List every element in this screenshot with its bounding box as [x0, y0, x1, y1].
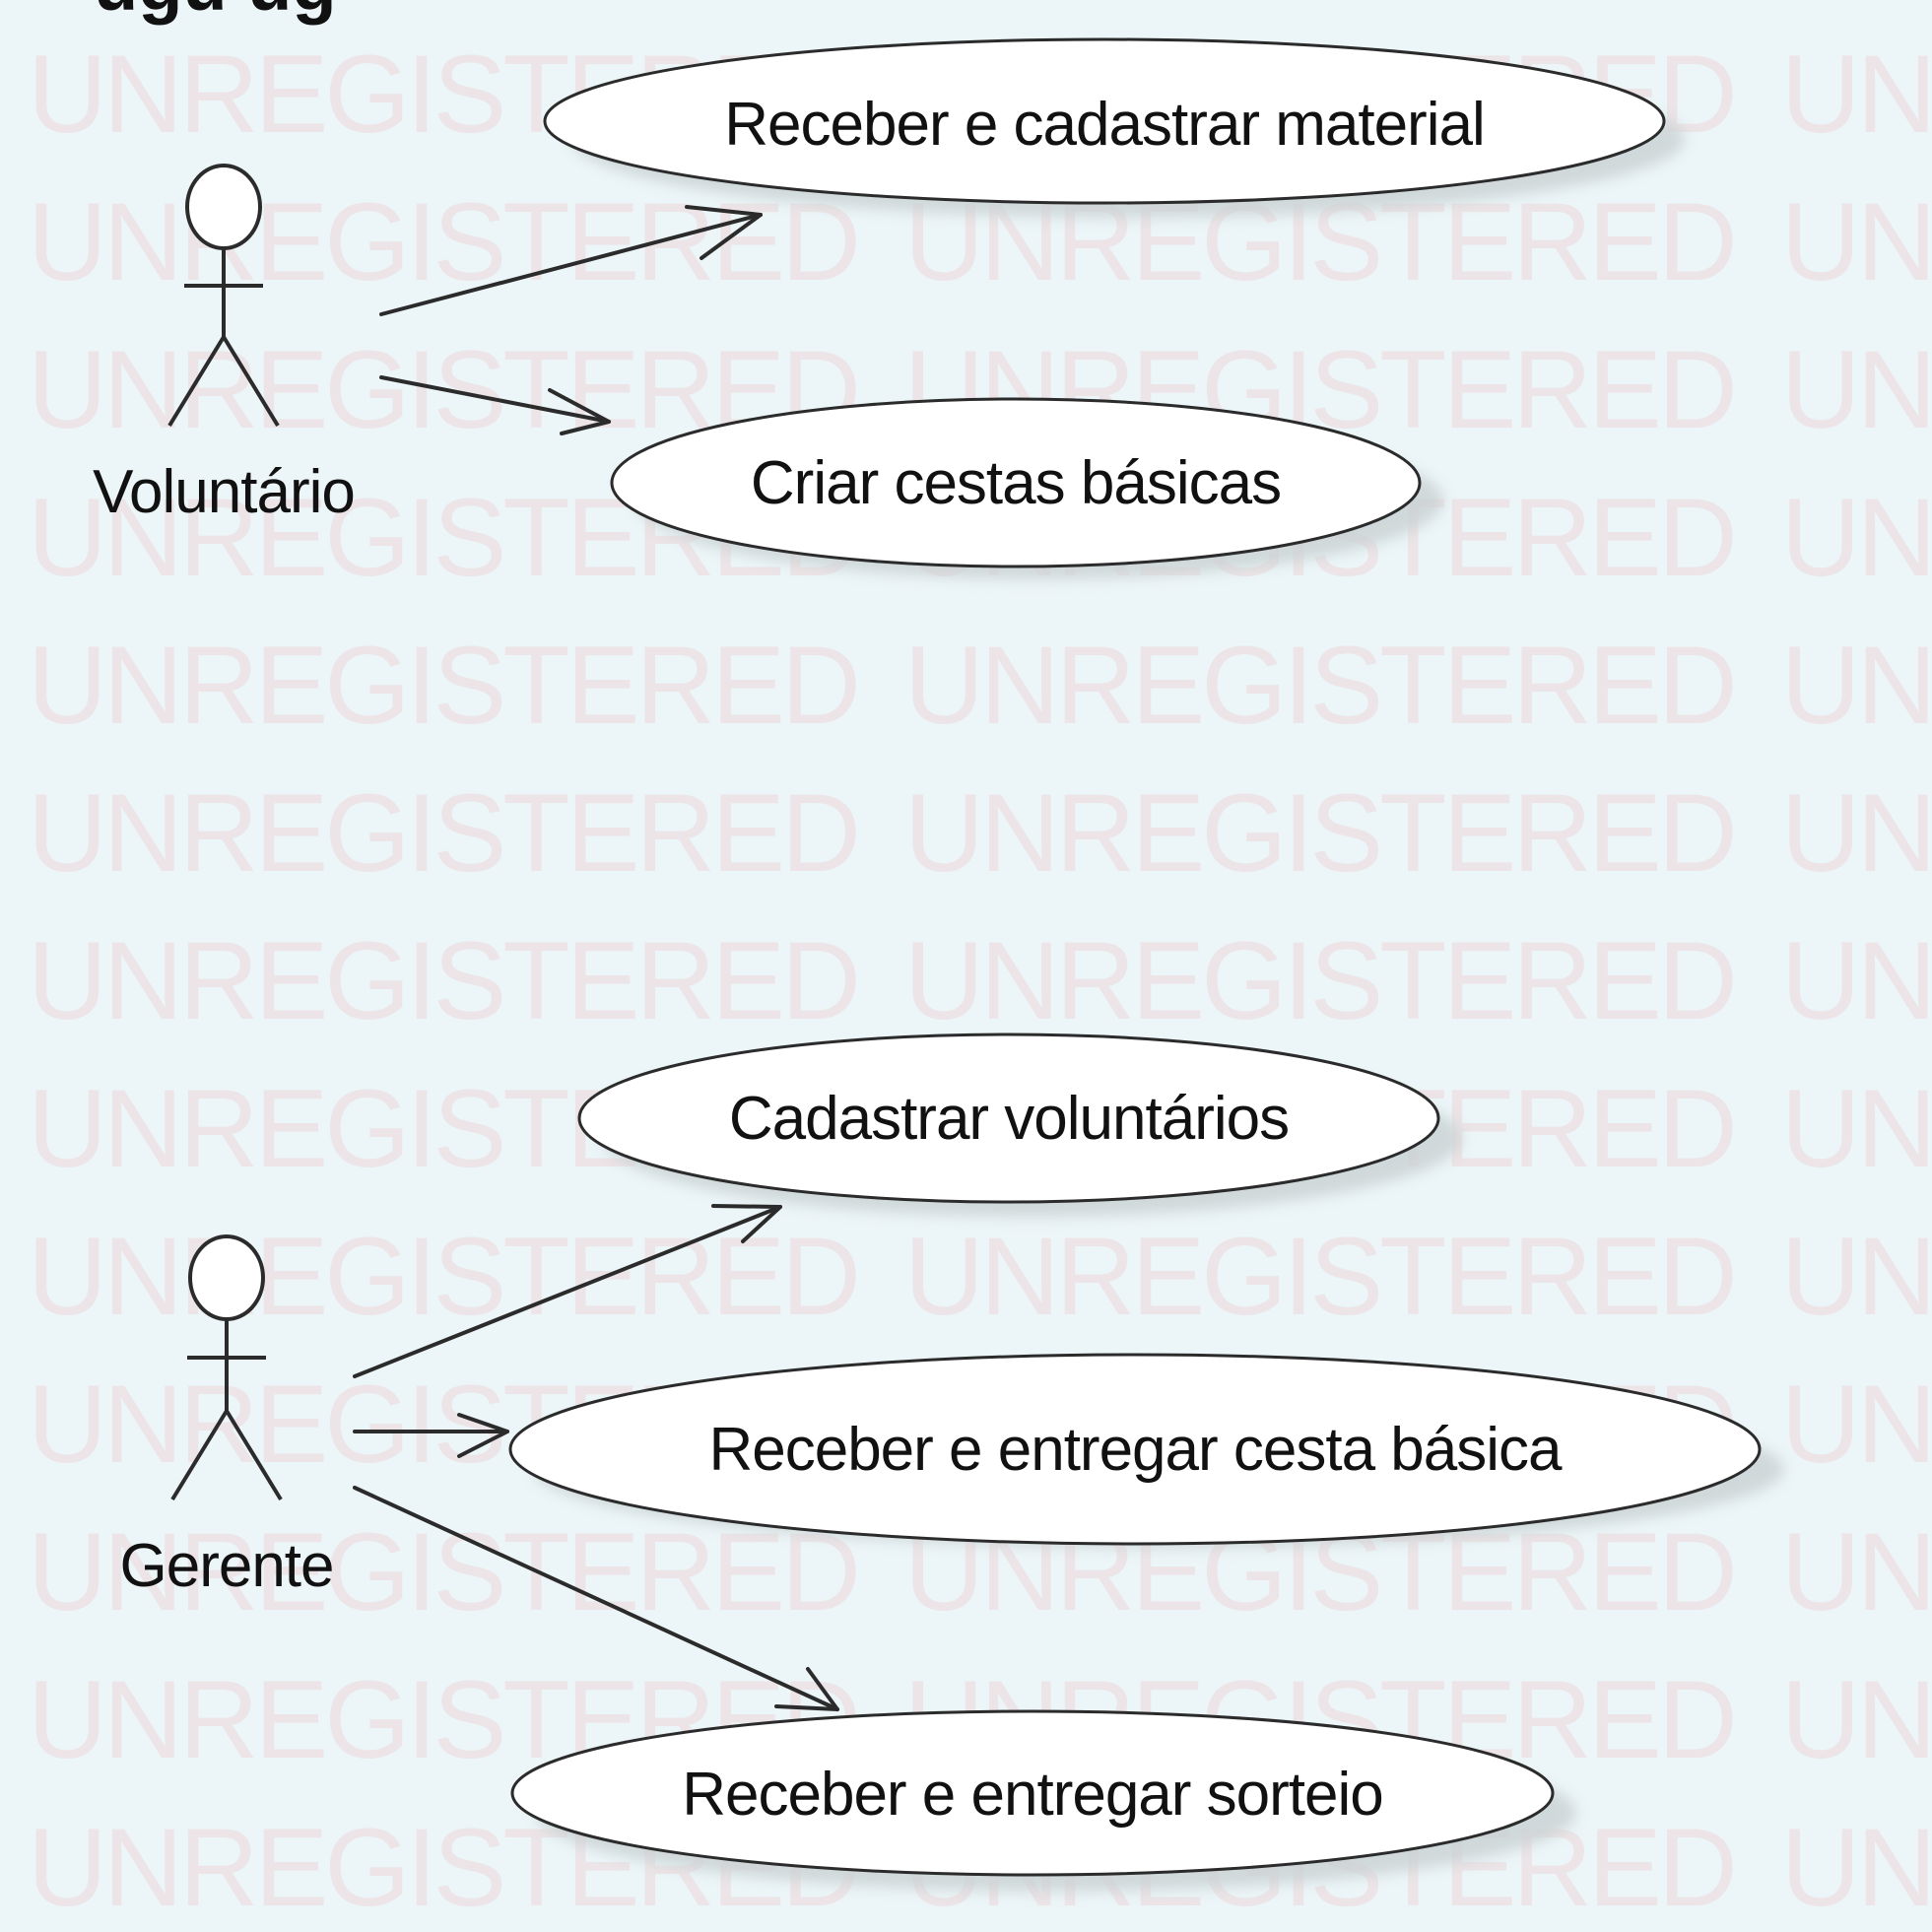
use-case-label: Receber e entregar sorteio	[682, 1761, 1383, 1829]
actor-head	[188, 1234, 265, 1321]
actor-gerente[interactable]	[170, 1234, 283, 1501]
actor-label-gerente: Gerente	[119, 1532, 333, 1600]
association-voluntario-uc2	[379, 375, 611, 435]
use-case-label: Receber e cadastrar material	[724, 91, 1484, 159]
use-case-receber-entregar-sorteio[interactable]: Receber e entregar sorteio	[510, 1709, 1576, 1892]
actor-label-voluntario: Voluntário	[93, 458, 355, 526]
association-gerente-uc5	[353, 1486, 839, 1711]
diagram-heading: ugu ug	[94, 0, 337, 27]
actor-voluntario[interactable]	[167, 164, 280, 428]
association-gerente-uc3	[353, 1204, 782, 1378]
association-gerente-uc4	[353, 1413, 509, 1458]
use-case-receber-cadastrar-material[interactable]: Receber e cadastrar material	[543, 37, 1685, 218]
use-case-cadastrar-voluntarios[interactable]: Cadastrar voluntários	[577, 1033, 1462, 1217]
actor-head	[185, 164, 262, 250]
use-case-receber-entregar-cesta-basica[interactable]: Receber e entregar cesta básica	[508, 1353, 1784, 1548]
use-case-label: Criar cestas básicas	[751, 449, 1281, 517]
use-case-criar-cestas-basicas[interactable]: Criar cestas básicas	[610, 397, 1443, 579]
use-case-label: Receber e entregar cesta básica	[708, 1416, 1563, 1484]
association-voluntario-uc1	[379, 205, 763, 316]
use-case-label: Cadastrar voluntários	[729, 1085, 1289, 1153]
